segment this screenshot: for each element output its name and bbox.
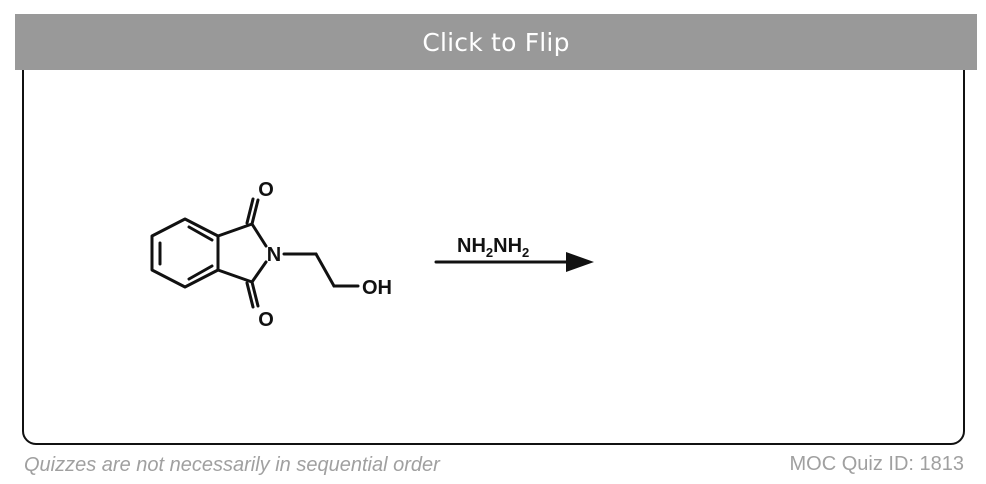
- quiz-id: MOC Quiz ID: 1813: [789, 453, 964, 475]
- flashcard[interactable]: [22, 18, 965, 445]
- click-to-flip-label: Click to Flip: [422, 27, 570, 57]
- click-to-flip-button[interactable]: Click to Flip: [15, 14, 977, 70]
- sequence-note: Quizzes are not necessarily in sequentia…: [24, 454, 440, 476]
